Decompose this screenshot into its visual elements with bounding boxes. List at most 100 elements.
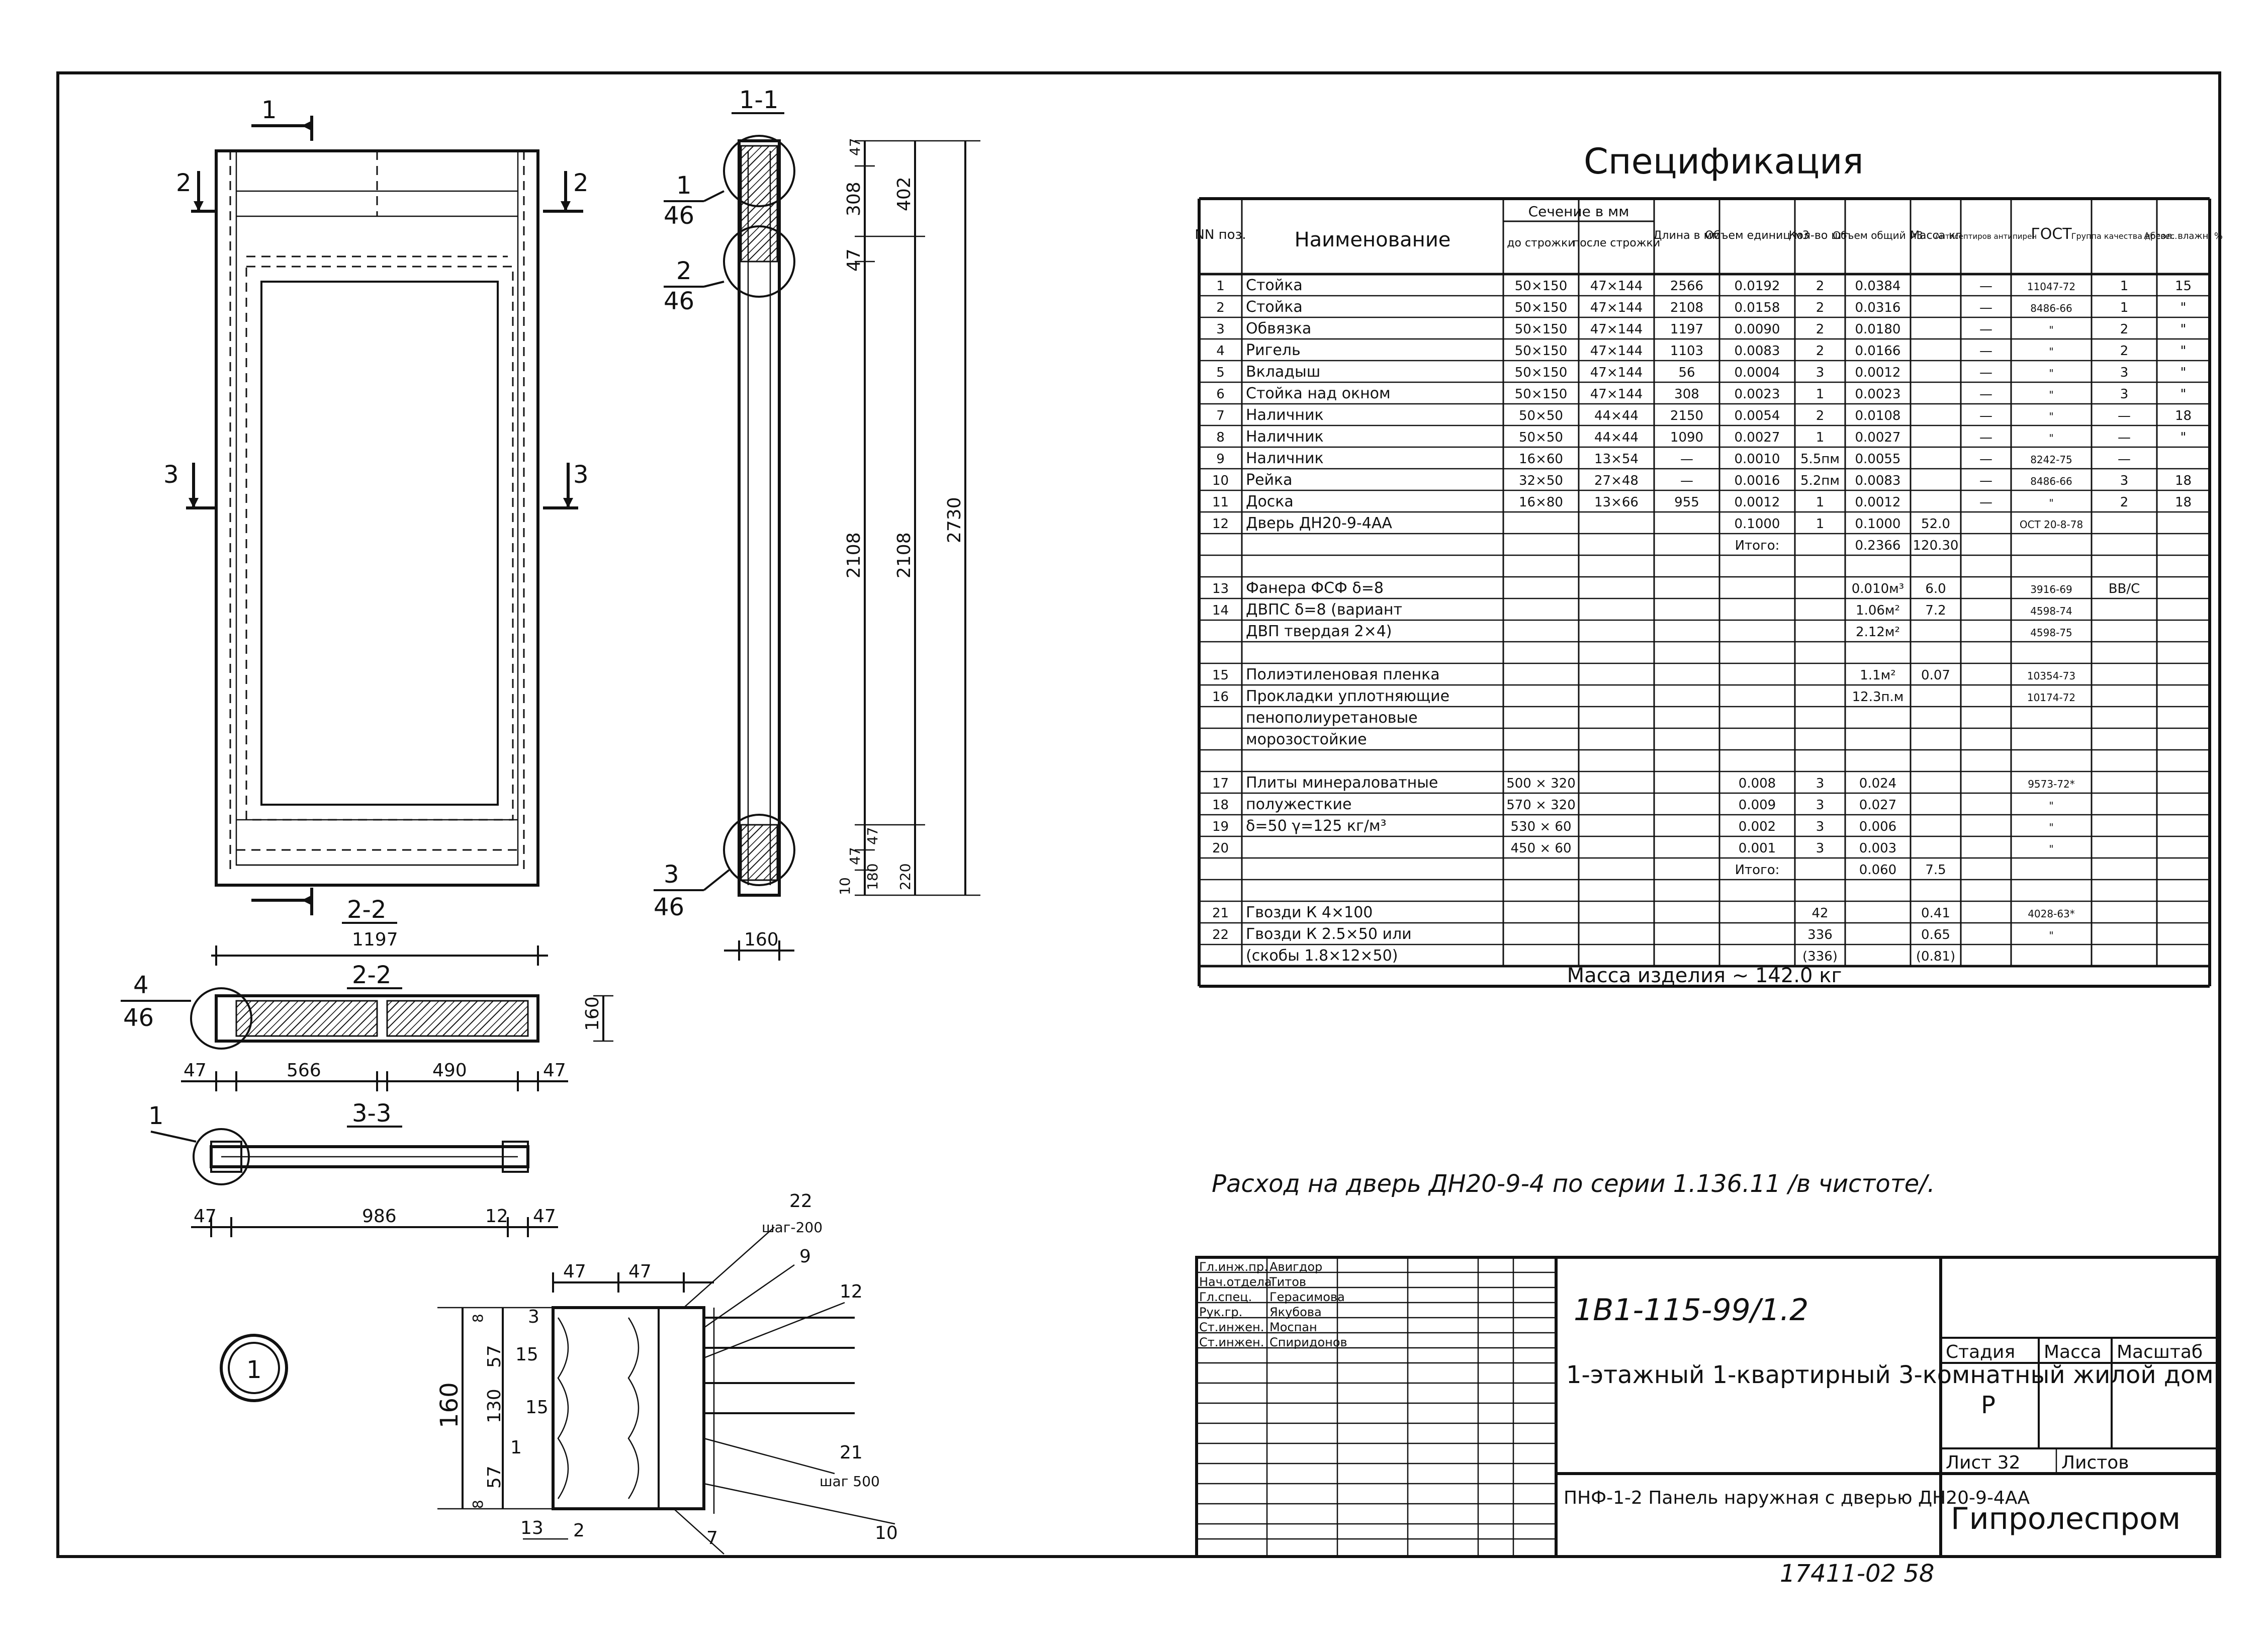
table-cell: 1 [1816, 430, 1825, 445]
table-cell: пенополиуретановые [1246, 709, 1418, 727]
table-cell: 6.0 [1925, 581, 1946, 596]
dimension-label: 160 [582, 996, 603, 1031]
section-marker-1-top: 1 [251, 96, 313, 915]
detail-label: 22 [789, 1191, 812, 1212]
table-cell: 0.07 [1921, 668, 1950, 683]
marker-label: 3 [163, 461, 179, 489]
dimension-label: 130 [484, 1389, 505, 1423]
sheet-number: Лист 32 [1946, 1452, 2020, 1473]
dimension-label: 1197 [352, 929, 398, 950]
table-cell: " [2181, 387, 2187, 402]
table-cell: 21 [1212, 906, 1229, 921]
table-cell: 0.0012 [1855, 495, 1901, 510]
table-cell: 47×144 [1590, 300, 1643, 315]
table-cell: 0.0180 [1855, 322, 1901, 337]
table-cell: Стойка [1246, 298, 1303, 316]
table-cell: 0.0316 [1855, 300, 1901, 315]
table-cell: Обвязка [1246, 320, 1311, 337]
header-length: Длина в мм [1653, 229, 1720, 242]
table-cell: 0.0108 [1855, 408, 1901, 423]
table-cell: 2 [2120, 343, 2129, 359]
table-cell: 0.0384 [1855, 279, 1901, 294]
table-cell: 3 [1816, 776, 1825, 791]
detail-label: 15 [515, 1344, 538, 1365]
signer-role: Ст.инжен. [1199, 1335, 1264, 1349]
mass-label: Масса [2044, 1342, 2102, 1362]
table-cell: 0.0012 [1855, 365, 1901, 380]
table-cell: 3916-69 [2030, 583, 2072, 595]
table-cell: 1.06м² [1856, 603, 1900, 618]
marker-label: 2 [573, 169, 589, 197]
signer-role: Гл.спец. [1199, 1290, 1252, 1304]
table-cell: 47×144 [1590, 387, 1643, 402]
table-cell: 1 [1816, 517, 1825, 532]
section-marker-3-left: 3 [163, 461, 216, 509]
table-cell: 500 × 320 [1506, 776, 1576, 791]
table-cell: 27×48 [1594, 473, 1639, 488]
table-cell: 10174-72 [2027, 692, 2075, 704]
table-cell: 50×150 [1515, 343, 1568, 359]
header-vol-total: Объем общий м3 [1833, 229, 1923, 241]
table-cell: 0.010м³ [1852, 581, 1904, 596]
sheet-frame [56, 71, 2221, 1558]
table-cell: (скобы 1.8×12×50) [1246, 947, 1398, 965]
table-cell: Фанера ФСФ δ=8 [1246, 579, 1384, 597]
dimension-label: 47 [184, 1060, 207, 1081]
header-name: Наименование [1295, 228, 1451, 251]
table-cell: Итого: [1735, 538, 1780, 553]
detail-label: 10 [875, 1523, 898, 1543]
dimension-label: 47 [543, 1060, 566, 1081]
section-2-2: 2-2 1197 2-2 4 46 160 47 566 490 47 [121, 896, 613, 1091]
table-cell: " [2181, 343, 2187, 359]
table-cell: 22 [1212, 927, 1229, 942]
table-cell: 9573-72* [2028, 778, 2075, 790]
table-cell: — [1979, 495, 1992, 510]
table-cell: 2150 [1670, 408, 1703, 423]
table-cell: Стойка [1246, 277, 1303, 294]
signers-list: Гл.инж.пр.АвигдорНач.отделаТитовГл.спец.… [1199, 1260, 1347, 1349]
table-cell: — [1680, 473, 1693, 488]
dimension-label: 8 [470, 1500, 486, 1509]
table-cell: 4 [1216, 343, 1225, 359]
table-cell: 0.0083 [1735, 343, 1780, 359]
dimension-label: 2108 [894, 532, 915, 578]
consumption-note: Расход на дверь ДН20-9-4 по серии 1.136.… [1212, 1170, 1935, 1198]
organization: Гипролеспром [1951, 1501, 2181, 1536]
header-after: после строжки [1573, 237, 1660, 249]
dimension-label: 160 [435, 1382, 464, 1428]
table-cell: 2108 [1670, 300, 1703, 315]
table-cell: ДВП твердая 2×4) [1246, 623, 1392, 640]
dimension-label: 47 [844, 248, 864, 272]
table-cell: 3 [2120, 365, 2129, 380]
table-cell: морозостойкие [1246, 731, 1367, 748]
table-cell: 0.0158 [1735, 300, 1780, 315]
table-cell: 16×80 [1519, 495, 1563, 510]
table-cell: 16 [1212, 690, 1229, 705]
signer-role: Гл.инж.пр. [1199, 1260, 1268, 1274]
table-cell: 50×150 [1515, 365, 1568, 380]
table-cell: 50×150 [1515, 300, 1568, 315]
table-cell: 0.0054 [1735, 408, 1780, 423]
table-cell: 0.0166 [1855, 343, 1901, 359]
table-cell: 570 × 320 [1506, 798, 1576, 813]
table-cell: " [2049, 843, 2053, 855]
table-cell: 18 [2175, 473, 2192, 488]
table-cell: — [1680, 452, 1693, 467]
table-cell: 4598-75 [2030, 627, 2072, 639]
table-cell: — [1979, 408, 1992, 423]
table-cell: 10354-73 [2027, 670, 2075, 682]
table-cell: 0.1000 [1735, 517, 1780, 532]
table-cell: — [1979, 279, 1992, 294]
table-cell: δ=50 γ=125 кг/м³ [1246, 817, 1387, 835]
table-cell: " [2049, 800, 2053, 812]
callout-sheet: 46 [664, 287, 694, 315]
sheets-count: Листов [2061, 1452, 2129, 1473]
table-cell: 0.0023 [1735, 387, 1780, 402]
table-cell: (0.81) [1916, 949, 1955, 964]
dimension-label: 47 [533, 1206, 556, 1227]
table-cell: 1.1м² [1860, 668, 1895, 683]
detail-label: шаг-200 [762, 1219, 823, 1236]
dimension-label: 160 [744, 929, 779, 950]
table-cell: Вкладыш [1246, 363, 1320, 381]
